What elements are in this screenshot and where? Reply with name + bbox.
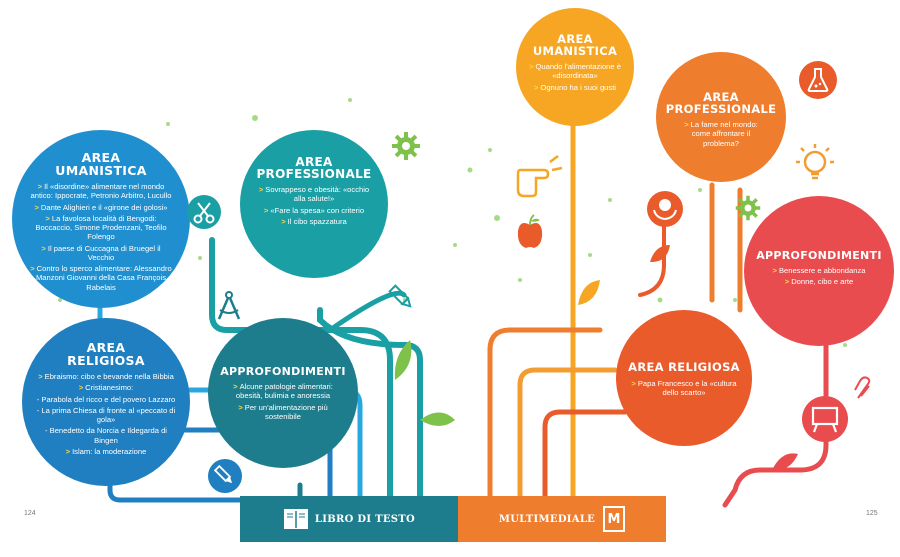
list-item: >Alcune patologie alimentari: obesità, b…: [233, 382, 333, 401]
area-umanistica-left: AREA UMANISTICA >Il «disordine» alimenta…: [12, 130, 190, 308]
list-item: >Cristianesimo:: [78, 383, 134, 393]
arrow-icon: >: [45, 213, 50, 223]
list-item: >Il paese di Cuccagna di Bruegel il Vecc…: [41, 243, 161, 262]
arrow-icon: >: [65, 446, 71, 456]
arrow-icon: >: [38, 372, 43, 381]
list-item: >«Fare la spesa» con criterio: [263, 205, 365, 215]
arrow-icon: >: [533, 82, 539, 92]
arrow-icon: >: [41, 243, 46, 253]
leaf-left-2: [420, 412, 455, 426]
area-umanistica-left-title-2: UMANISTICA: [55, 162, 147, 178]
book-icon: [283, 509, 308, 529]
list-item: - La prima Chiesa di fronte al «peccato …: [36, 405, 176, 424]
area-professionale-right: AREA PROFESSIONALE >La fame nel mondo: c…: [656, 52, 786, 182]
area-umanistica-left-title-1: AREA: [81, 150, 121, 165]
list-item: >La favolosa località di Bengodi: Boccac…: [35, 213, 167, 242]
list-item: >Il cibo spazzatura: [281, 216, 347, 226]
list-item: >Il «disordine» alimentare nel mondo ant…: [30, 182, 172, 201]
page-number-left: 124: [24, 510, 36, 517]
arrow-icon: >: [529, 62, 534, 71]
m-logo-icon: M: [603, 506, 626, 532]
line-orange-3: [542, 409, 628, 508]
gear-icon: [735, 195, 761, 221]
area-religiosa-left-title-2: RELIGIOSA: [67, 352, 145, 368]
flask-icon: [799, 61, 837, 99]
list-item: >La fame nel mondo: come affrontare il p…: [684, 120, 758, 148]
gear-icon: [392, 132, 420, 160]
area-religiosa-left-title-1: AREA: [86, 340, 126, 355]
area-religiosa-right-title: AREA RELIGIOSA: [628, 360, 740, 374]
pointer-hand-icon: [516, 155, 563, 198]
area-umanistica-right-title-2: UMANISTICA: [532, 43, 618, 58]
area-religiosa-right: AREA RELIGIOSA >Papa Francesco e la «cul…: [616, 310, 752, 446]
arrow-icon: >: [78, 383, 84, 393]
arrow-icon: >: [233, 382, 238, 391]
leaf-right-2: [650, 245, 670, 263]
page-number-right: 125: [866, 510, 878, 517]
approfondimenti-left: APPROFONDIMENTI >Alcune patologie alimen…: [208, 318, 358, 468]
area-umanistica-right-title-1: AREA: [557, 32, 593, 46]
approfondimenti-left-title: APPROFONDIMENTI: [220, 365, 346, 378]
libro-di-testo-label: LIBRO DI TESTO: [314, 513, 416, 525]
arrow-icon: >: [281, 216, 286, 226]
line-navy: [107, 477, 243, 503]
globe-hands-icon: [647, 191, 683, 227]
arrow-icon: >: [258, 185, 264, 194]
list-item: >Benessere e abbondanza: [772, 266, 866, 275]
arrow-icon: >: [238, 402, 243, 412]
approfondimenti-right: APPROFONDIMENTI >Benessere e abbondanza …: [744, 196, 894, 346]
list-item: >Quando l'alimentazione è «disordinata»: [529, 62, 621, 81]
multimediale-label: MULTIMEDIALE: [498, 513, 596, 525]
lightbulb-icon: [796, 144, 834, 180]
area-professionale-left-title-2: PROFESSIONALE: [256, 167, 372, 181]
line-orange-1: [487, 327, 603, 508]
line-orange-2: [517, 367, 618, 508]
leaf-left: [394, 340, 412, 380]
approfondimenti-right-title: APPROFONDIMENTI: [756, 249, 882, 262]
multimediale-bar[interactable]: MULTIMEDIALE M: [458, 496, 666, 542]
blackboard-icon: [802, 396, 848, 442]
list-item: >Ebraismo: cibo e bevande nella Bibbia: [38, 372, 174, 381]
area-professionale-right-title-2: PROFESSIONALE: [665, 101, 777, 116]
area-umanistica-right: AREA UMANISTICA >Quando l'alimentazione …: [516, 8, 634, 126]
leaf-right: [578, 280, 600, 305]
list-item: >Ognuno ha i suoi gusti: [533, 82, 616, 92]
area-professionale-left-title-1: AREA: [295, 155, 333, 169]
list-item: >Dante Alighieri e il «girone dei golosi…: [34, 202, 168, 212]
list-item: >Sovrappeso e obesità: «occhio alla salu…: [258, 185, 370, 204]
arrow-icon: >: [631, 378, 636, 388]
list-item: >Papa Francesco e la «cultura dello scar…: [631, 378, 737, 397]
area-religiosa-left: AREA RELIGIOSA >Ebraismo: cibo e bevande…: [22, 318, 190, 486]
arrow-icon: >: [30, 264, 35, 273]
decorative-dots: [58, 68, 847, 347]
line-red-1: [722, 322, 829, 508]
list-item: >Contro lo sperco alimentare: Alessandro…: [30, 264, 172, 292]
list-item: >Donne, cibo e arte: [784, 277, 854, 287]
scissors-icon: [187, 195, 221, 229]
arrow-icon: >: [772, 266, 777, 275]
pencil-circle-icon: [208, 459, 242, 493]
apple-icon: [517, 214, 543, 248]
leaf-right-3: [772, 453, 798, 471]
area-professionale-right-title-1: AREA: [703, 90, 739, 104]
arrow-icon: >: [784, 277, 790, 287]
compass-icon: [217, 291, 241, 320]
line-red-2: [638, 223, 666, 297]
arrow-icon: >: [684, 120, 689, 129]
list-item: - Parabola del ricco e del povero Lazzar…: [36, 394, 176, 404]
arrow-icon: >: [263, 205, 269, 215]
area-professionale-left: AREA PROFESSIONALE >Sovrappeso e obesità…: [240, 130, 388, 278]
list-item: - Benedetto da Norcia e Ildegarda di Bin…: [44, 426, 167, 445]
paperclip-icon: [854, 376, 871, 399]
arrow-icon: >: [34, 202, 39, 212]
list-item: >Per un'alimentazione più sostenibile: [238, 402, 328, 421]
arrow-icon: >: [37, 182, 43, 191]
libro-di-testo-bar[interactable]: LIBRO DI TESTO: [240, 496, 458, 542]
line-teal-pencil: [327, 290, 407, 333]
list-item: >Islam: la moderazione: [65, 446, 147, 456]
pencil-icon: [388, 284, 412, 308]
